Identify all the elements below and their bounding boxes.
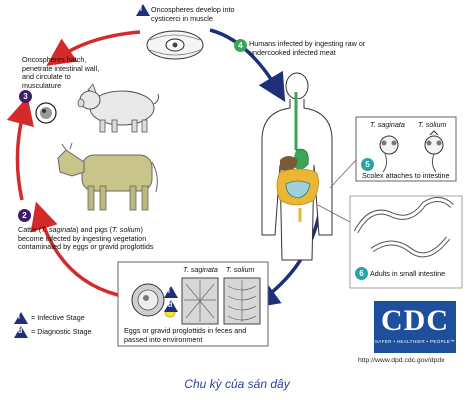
scolex-saginata-label: T. saginata <box>370 120 405 129</box>
stage-3-badge: 3 <box>19 90 32 103</box>
legend-infective-triangle-icon: i <box>14 312 28 324</box>
human-silhouette-drawing <box>261 72 333 261</box>
cdc-logo: CDC SAFER • HEALTHIER • PEOPLE™ <box>374 301 456 353</box>
arrow-cysticerci-to-oncospheres <box>46 30 141 66</box>
stage-4-badge: 4 <box>234 39 247 52</box>
stage-2-badge: 2 <box>18 209 31 222</box>
eggs-box-drawing <box>117 261 269 347</box>
proglottid-solium-label: T. solium <box>226 265 255 274</box>
egg-infective-triangle-icon: i <box>164 286 178 298</box>
arrow-env-to-cattle <box>30 201 119 297</box>
cdc-logo-text: CDC <box>381 304 449 337</box>
scolex-solium-label: T. solium <box>418 120 447 129</box>
stage-4-label: Humans infected by ingesting raw or unde… <box>249 39 366 57</box>
legend-diagnostic-triangle-icon: d <box>14 326 28 338</box>
oncosphere-drawing <box>35 102 57 124</box>
infective-stage-triangle-icon: i <box>136 4 150 16</box>
adult-worms-box-drawing <box>349 195 463 289</box>
legend-infective-label: = Infective Stage <box>31 313 85 322</box>
egg-diagnostic-triangle-icon: d <box>164 300 178 312</box>
stage-3-label: Oncospheres hatch, penetrate intestinal … <box>22 55 100 90</box>
cow-drawing <box>57 142 158 211</box>
eggs-label: Eggs or gravid proglottids in feces and … <box>124 326 247 344</box>
arrow-cysticerci-to-human <box>209 28 286 103</box>
stage-6-label: Adults in small intestine <box>370 269 446 278</box>
stage-6-badge: 6 <box>355 267 368 280</box>
proglottid-saginata-label: T. saginata <box>183 265 218 274</box>
cdc-logo-tagline: SAFER • HEALTHIER • PEOPLE™ <box>374 339 456 344</box>
pig-drawing <box>77 83 159 133</box>
stage-5-badge: 5 <box>361 158 374 171</box>
cysticercus-drawing <box>146 30 204 60</box>
diagram-caption: Chu kỳ của sán dây <box>184 377 290 391</box>
arrow-cattle-to-oncospheres <box>6 96 34 201</box>
stage-2-label: Cattle (T. saginata) and pigs (T. solium… <box>18 225 154 252</box>
stage-1-label: Oncospheres develop into cysticerci in m… <box>151 5 235 23</box>
source-url: http://www.dpd.cdc.gov/dpdx <box>358 357 445 364</box>
scolex-box-drawing <box>355 116 457 182</box>
legend-diagnostic-label: = Diagnostic Stage <box>31 327 92 336</box>
stage-5-label: Scolex attaches to intestine <box>362 171 450 180</box>
